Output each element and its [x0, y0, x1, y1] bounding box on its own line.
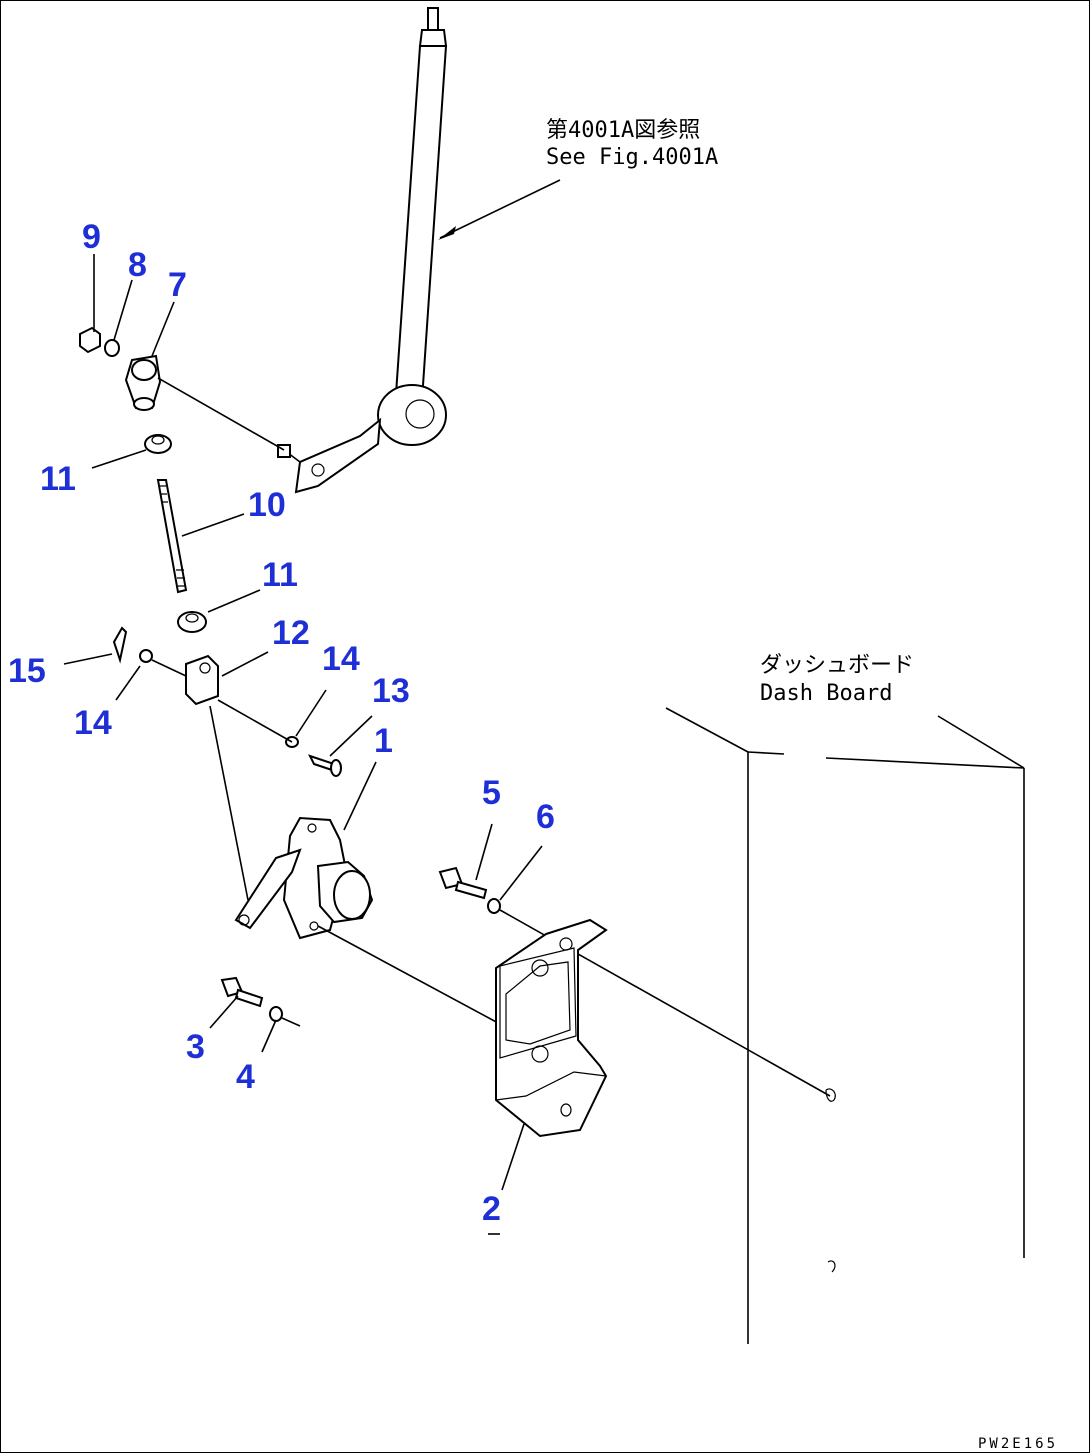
lower-nut: [177, 611, 207, 633]
reference-note-jp: 第4001A図参照: [546, 118, 700, 143]
part-number-9: 9: [82, 218, 101, 256]
part-number-2: 2: [482, 1190, 501, 1228]
part-number-14-right: 14: [322, 640, 360, 678]
dash-board-label-en: Dash Board: [760, 681, 892, 706]
upper-washer: [487, 898, 501, 914]
part-number-7: 7: [168, 266, 187, 304]
part-number-14-left: 14: [74, 704, 112, 742]
link-line: [209, 705, 249, 901]
part-number-10: 10: [248, 486, 286, 524]
pin-line-left: [151, 659, 187, 677]
lower-bolt: [220, 976, 264, 1008]
dash-board-label-jp: ダッシュボード: [760, 653, 914, 678]
part-number-5: 5: [482, 774, 501, 812]
joint-line: [157, 377, 285, 451]
bracket: [495, 918, 608, 1138]
part-number-1: 1: [374, 722, 393, 760]
nut: [79, 326, 101, 354]
clevis: [185, 654, 219, 706]
switch-mount-line: [317, 925, 501, 1025]
arrow-head: [438, 226, 456, 240]
part-number-11-upper: 11: [40, 460, 76, 498]
washer-left: [139, 649, 153, 663]
part-number-15: 15: [8, 652, 46, 690]
ball-joint: [124, 354, 162, 411]
washer: [104, 339, 120, 357]
upper-nut: [144, 434, 172, 454]
clevis-pin: [308, 754, 342, 777]
reference-note-en: See Fig.4001A: [546, 145, 718, 170]
part-number-8: 8: [128, 246, 147, 284]
pin-line-right: [217, 699, 293, 743]
part-number-3: 3: [186, 1028, 205, 1066]
part-number-13: 13: [372, 672, 410, 710]
switch-assembly: [234, 816, 374, 940]
dash-board-panel: [665, 707, 1025, 1344]
lower-washer: [269, 1006, 283, 1022]
upper-bolt: [438, 866, 488, 900]
part-number-11-lower: 11: [262, 556, 298, 594]
leader-lines: [63, 254, 543, 1191]
cotter-pin: [112, 626, 128, 664]
part-number-6: 6: [536, 798, 555, 836]
drawing-code: PW2E165: [978, 1436, 1058, 1452]
part-number-4: 4: [236, 1058, 255, 1096]
reference-leader: [439, 179, 561, 239]
threaded-rod: [156, 479, 188, 594]
bolt-line-lower: [281, 1017, 301, 1027]
part-number-12: 12: [272, 614, 310, 652]
lever-column: [277, 7, 448, 494]
